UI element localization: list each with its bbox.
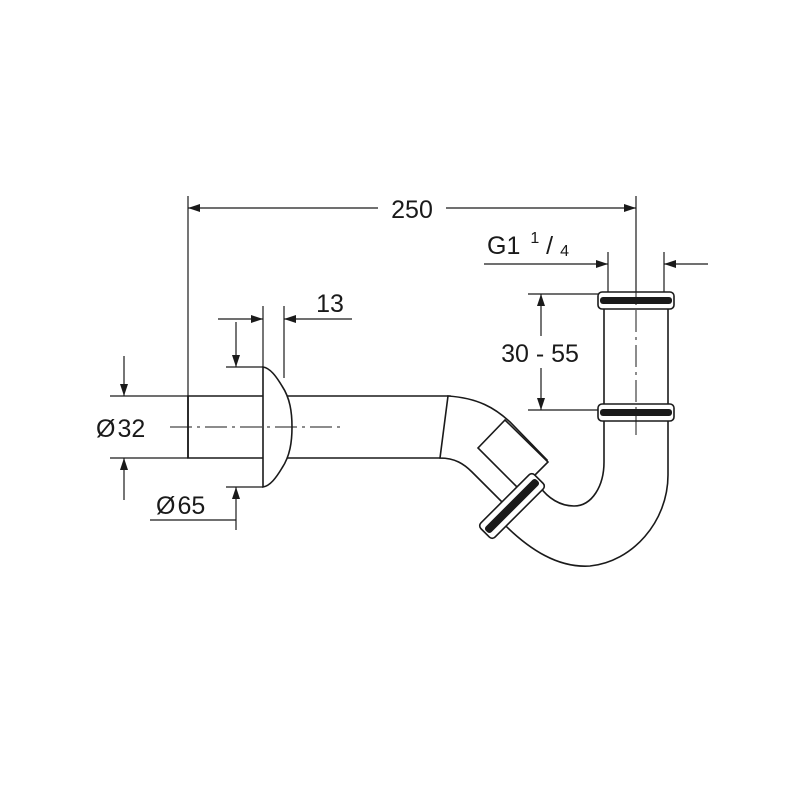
flange-thickness-label: 13 [316,290,344,318]
lower-gasket [600,409,672,416]
overall-length-label: 250 [391,196,433,224]
dimension-thread: G1 1 / 4 [484,221,708,292]
u-trap [496,417,669,567]
dimension-pipe-diameter: Ø32 [96,356,188,500]
flange-diameter-label: Ø65 [156,492,205,520]
dimension-flange-thickness: 13 [218,290,352,378]
upper-gasket [600,297,672,304]
pipe-diameter-label: Ø32 [96,415,145,443]
siphon-body [170,240,675,567]
thread-label: G1 1 / 4 [487,221,569,260]
height-adjust-label: 30 - 55 [501,340,579,368]
angled-gasket-group [478,472,546,540]
dimension-overall-length: 250 [187,196,637,396]
angled-gasket [484,478,540,534]
dimension-flange-diameter: Ø65 [150,322,263,530]
dimension-height-adjust: 30 - 55 [501,293,598,411]
